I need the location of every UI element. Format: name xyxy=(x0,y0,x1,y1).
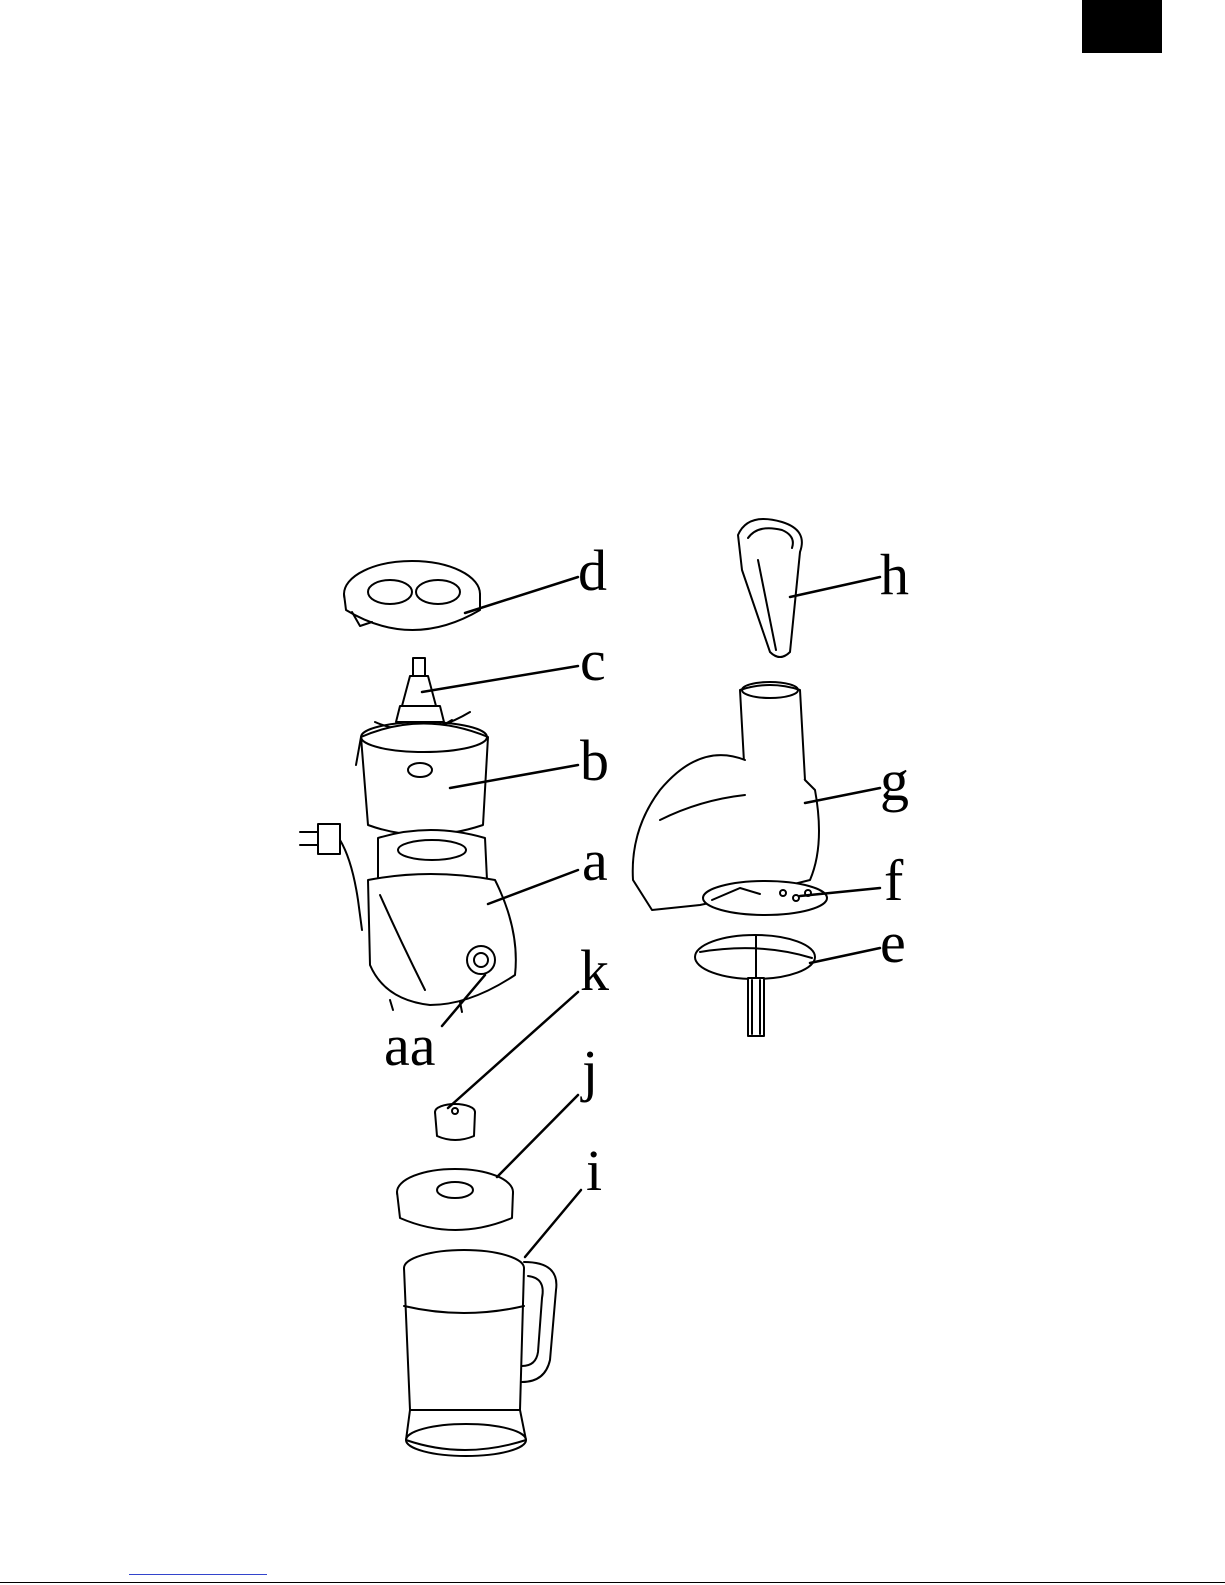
label-i: i xyxy=(586,1138,602,1203)
slicing-disc-part-f xyxy=(703,881,827,915)
label-c: c xyxy=(580,628,606,693)
slicer-housing-part-g xyxy=(633,682,819,910)
footer-rule xyxy=(0,1582,1225,1583)
grating-disc-part-e xyxy=(695,935,815,1036)
lid-part-d xyxy=(344,561,480,630)
label-b: b xyxy=(580,728,609,793)
footer-link-underline[interactable] xyxy=(129,1574,267,1575)
label-h: h xyxy=(880,542,909,607)
pusher-part-h xyxy=(738,519,802,657)
bowl-part-b xyxy=(356,722,488,835)
label-g: g xyxy=(880,748,909,813)
cap-part-k xyxy=(435,1104,475,1140)
label-k: k xyxy=(580,938,609,1003)
label-f: f xyxy=(884,848,904,913)
jug-lid-part-j xyxy=(397,1169,513,1230)
label-d: d xyxy=(578,538,607,603)
blender-jug-part-i xyxy=(404,1250,556,1456)
label-aa: aa xyxy=(384,1013,436,1078)
label-e: e xyxy=(880,910,906,975)
label-a: a xyxy=(582,828,608,893)
base-part-a xyxy=(368,830,516,1012)
label-j: j xyxy=(580,1038,598,1103)
power-plug xyxy=(300,824,362,930)
